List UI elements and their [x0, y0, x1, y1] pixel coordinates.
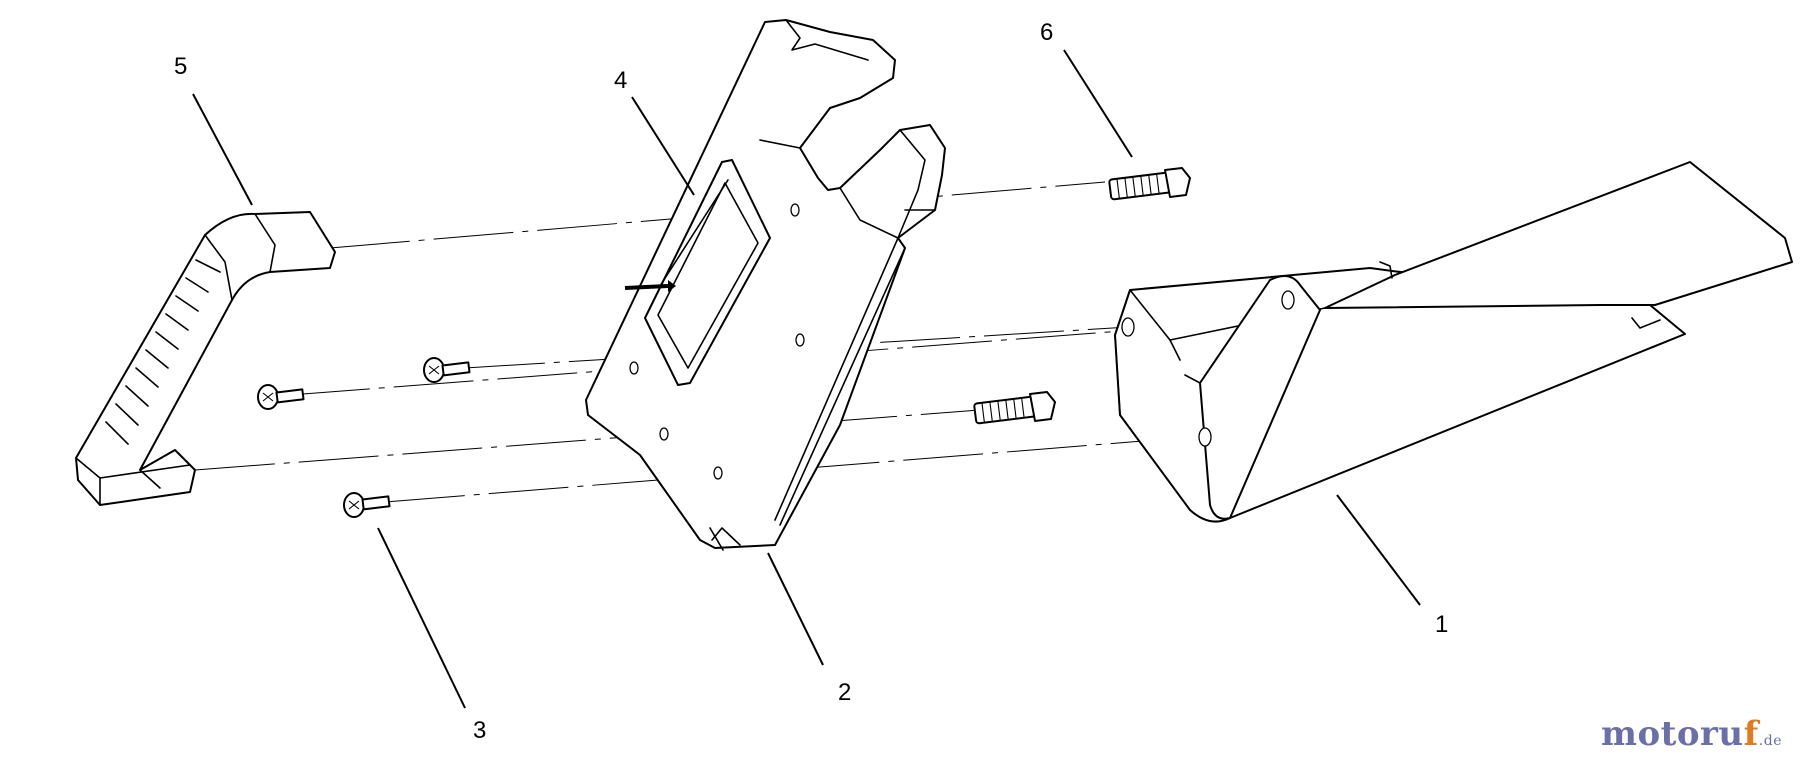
part-6-hex-bolt-lower	[973, 391, 1056, 425]
callout-4: 4	[614, 67, 627, 94]
part-3-screw-left	[257, 384, 305, 410]
decal-inner	[657, 182, 759, 369]
watermark-logo: motoruf.de	[1601, 714, 1782, 754]
chute-hole-upper	[1281, 290, 1295, 310]
bracket-hole-5	[713, 466, 723, 480]
grip-ridges	[105, 259, 221, 445]
bracket-hole-4	[659, 427, 669, 441]
callout-5: 5	[174, 53, 187, 80]
bolt-hex-head-lower	[1029, 391, 1056, 422]
watermark-tld: .de	[1758, 733, 1782, 749]
decal-arrow-icon	[624, 284, 669, 290]
leader-1	[1336, 494, 1421, 606]
watermark-accent: f	[1743, 714, 1759, 754]
chute-mounting-flange	[1199, 275, 1321, 520]
bracket-plate	[585, 19, 946, 549]
bracket-hole-3	[629, 361, 639, 375]
chute-hole-side	[1121, 317, 1135, 337]
part-1-chute	[1114, 161, 1793, 523]
leader-3	[377, 527, 466, 709]
part-4-decal	[624, 159, 771, 386]
leader-4	[631, 96, 695, 196]
bracket-hole-1	[790, 203, 800, 217]
leader-6	[1063, 49, 1133, 158]
assembly-line-bottom-screw	[384, 435, 1206, 503]
part-2-bracket	[585, 19, 946, 551]
leader-5	[192, 93, 253, 206]
bracket-hole-2	[795, 333, 805, 347]
decal-outer	[644, 159, 771, 386]
decal-arrow-head-icon	[668, 280, 676, 292]
callout-labels: 1 2 3 4 5 6	[174, 19, 1448, 744]
part-3-screw-upper	[423, 357, 471, 383]
chute-hole-lower	[1198, 427, 1212, 447]
leader-2	[767, 552, 824, 666]
grip-body	[75, 211, 336, 506]
callout-2: 2	[838, 679, 851, 706]
leader-lines	[192, 49, 1421, 709]
bolt-hex-head	[1164, 167, 1191, 198]
chute-extension	[1324, 161, 1793, 309]
part-3-screw-lower	[343, 492, 391, 518]
part-6-hex-bolt-upper	[1108, 167, 1191, 201]
watermark-main: motoru	[1600, 714, 1744, 754]
callout-3: 3	[473, 717, 486, 744]
callout-1: 1	[1435, 611, 1448, 638]
callout-6: 6	[1040, 19, 1053, 46]
part-5-grip	[75, 211, 336, 506]
